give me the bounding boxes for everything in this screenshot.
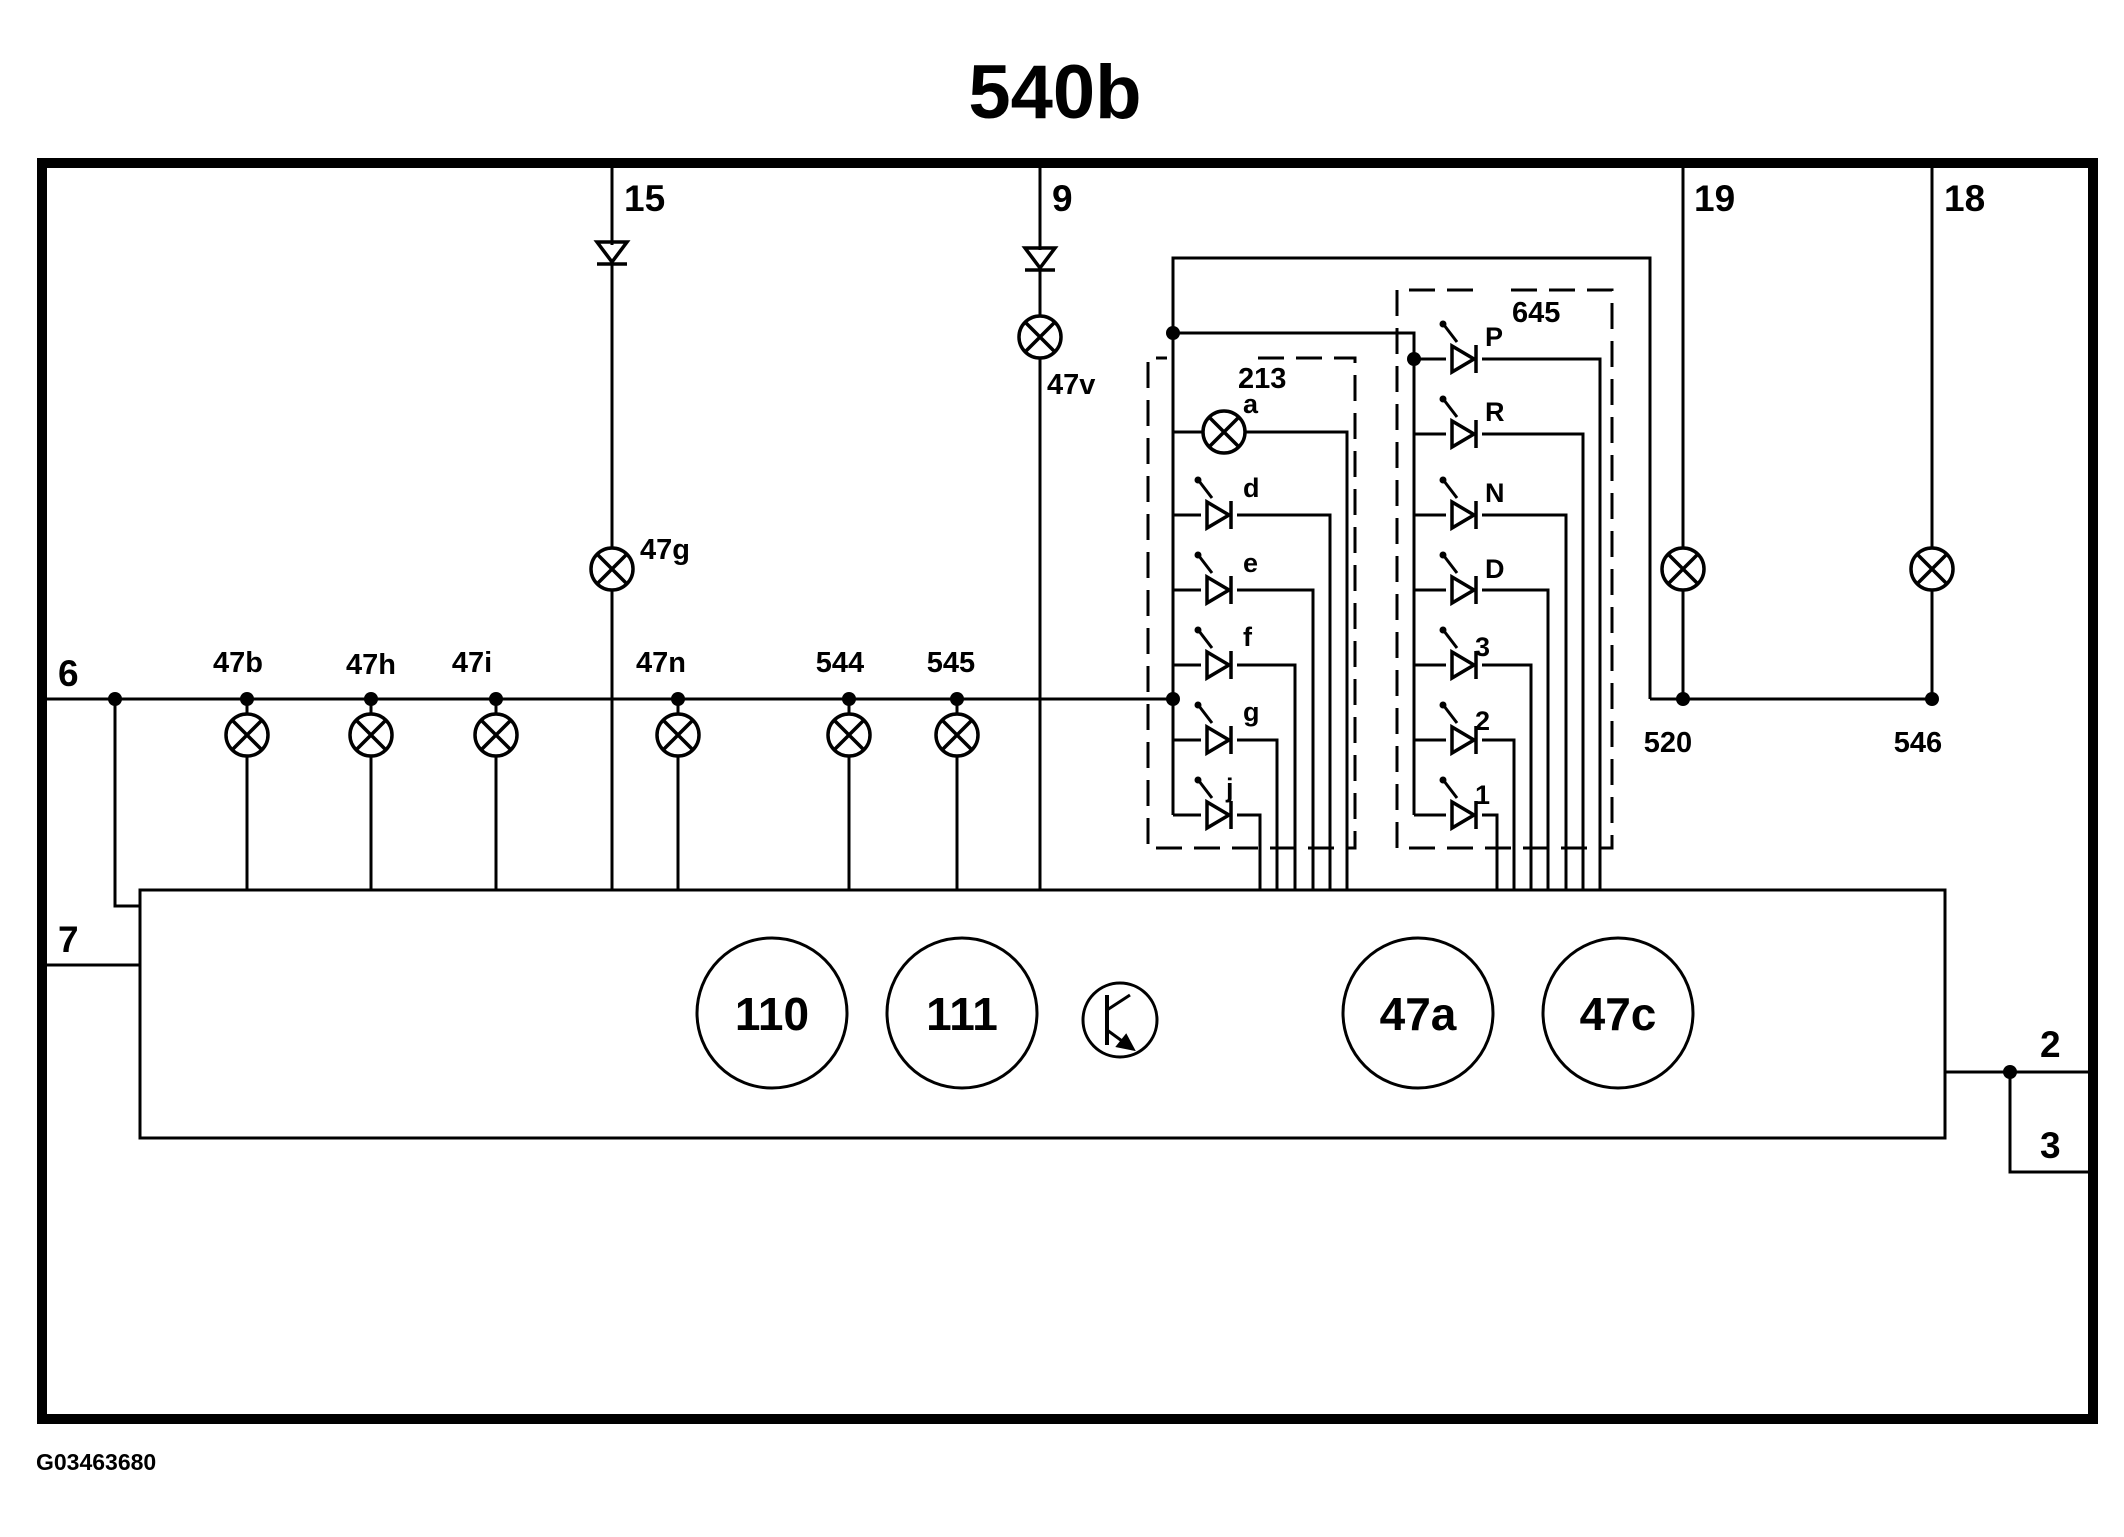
pin-18-label: 18 [1944, 178, 1985, 219]
module-213-label: 213 [1238, 363, 1286, 395]
pin-7-label: 7 [58, 919, 79, 960]
m213-item-j: j [1225, 773, 1234, 803]
component-47a-label: 47a [1380, 988, 1457, 1040]
diagram-title: 540b [968, 50, 1141, 135]
lamp-47v-label: 47v [1047, 369, 1095, 401]
lamp-545-icon [934, 712, 980, 758]
outer-frame [37, 158, 2098, 1424]
lamp-47g-label: 47g [640, 534, 690, 566]
lamp-47h-icon [348, 712, 394, 758]
component-111-label: 111 [926, 988, 998, 1040]
lamp-19-icon [1660, 546, 1706, 592]
led-213-e-icon [1193, 550, 1233, 606]
pin-19-label: 19 [1694, 178, 1735, 219]
component-111 [885, 936, 1039, 1090]
module-645-label: 645 [1512, 297, 1560, 329]
component-47c [1541, 936, 1695, 1090]
m213-item-e: e [1243, 548, 1258, 578]
control-unit-block [138, 888, 1947, 1140]
pin-2-label: 2 [2040, 1024, 2061, 1065]
lamp-544-icon [826, 712, 872, 758]
lamp-18-icon [1909, 546, 1955, 592]
lamp-47i-icon [473, 712, 519, 758]
led-213-f-icon [1193, 625, 1233, 681]
m213-item-f: f [1243, 622, 1253, 652]
lamp-544-label: 544 [816, 647, 864, 679]
m213-item-g: g [1243, 697, 1260, 727]
lamp-213a-icon [1201, 409, 1247, 455]
diode-15-icon [595, 240, 629, 266]
led-645-D-icon [1438, 550, 1478, 606]
m213-item-a: a [1243, 389, 1259, 419]
led-645-3-icon [1438, 625, 1478, 681]
lamp-47i-label: 47i [452, 647, 492, 679]
component-47c-label: 47c [1580, 988, 1657, 1040]
pin-15-label: 15 [624, 178, 665, 219]
led-645-2-icon [1438, 700, 1478, 756]
m645-item-R: R [1485, 397, 1505, 427]
m645-item-1: 1 [1475, 780, 1490, 810]
led-213-d-icon [1193, 475, 1233, 531]
pin-3-label: 3 [2040, 1125, 2061, 1166]
led-645-P-icon [1438, 319, 1478, 375]
m645-item-3: 3 [1475, 632, 1490, 662]
module-645-box [1395, 288, 1614, 850]
lamp-47h-label: 47h [346, 649, 396, 681]
pin-9-label: 9 [1052, 178, 1073, 219]
led-645-R-icon [1438, 394, 1478, 450]
component-110 [695, 936, 849, 1090]
m645-item-2: 2 [1475, 706, 1490, 736]
transistor-icon [1081, 981, 1159, 1059]
junction-dots [108, 326, 2017, 1079]
lamp-47b-label: 47b [213, 647, 263, 679]
lamp-47n-label: 47n [636, 647, 686, 679]
module-213-box [1146, 356, 1357, 850]
m645-item-P: P [1485, 322, 1503, 352]
lamp-47n-icon [655, 712, 701, 758]
junction-546-label: 546 [1894, 727, 1942, 759]
pin-6-label: 6 [58, 653, 79, 694]
junction-520-label: 520 [1644, 727, 1692, 759]
lamp-47g-icon [589, 546, 635, 592]
m645-item-N: N [1485, 478, 1505, 508]
diode-9-icon [1023, 246, 1057, 272]
lamp-545-label: 545 [927, 647, 975, 679]
led-213-g-icon [1193, 700, 1233, 756]
component-110-label: 110 [735, 988, 809, 1040]
component-47a [1341, 936, 1495, 1090]
led-645-N-icon [1438, 475, 1478, 531]
lamp-47b-icon [224, 712, 270, 758]
led-645-1-icon [1438, 775, 1478, 831]
m213-item-d: d [1243, 473, 1260, 503]
lamp-47v-icon [1017, 314, 1063, 360]
footer-code: G03463680 [36, 1449, 156, 1475]
m645-item-D: D [1485, 554, 1505, 584]
